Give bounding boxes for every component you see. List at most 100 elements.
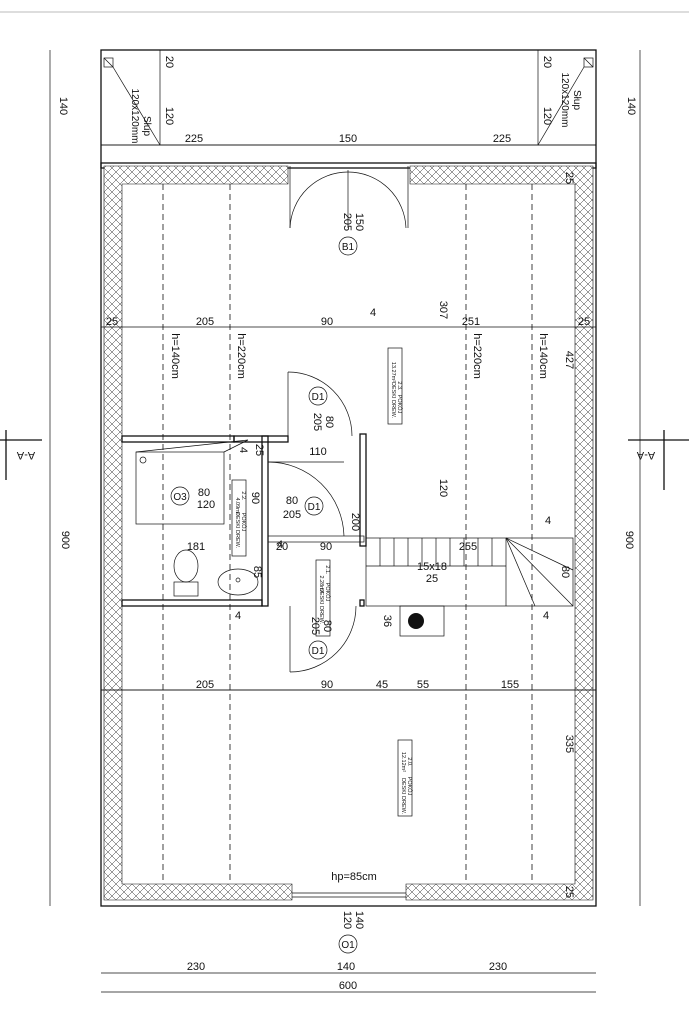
dim-85: 85 (251, 566, 263, 578)
room-2-2-num: 2.2. (240, 491, 246, 501)
height-140-right: h=140cm (537, 333, 549, 379)
post-right-label: Słup (571, 90, 582, 110)
section-marker-right (628, 430, 689, 490)
tag-circle-o3 (170, 486, 190, 506)
shower-tray (135, 451, 225, 525)
tag-circle-d1-mid (304, 496, 324, 516)
d1-mid-width: 80 (286, 495, 298, 507)
d1-bottom-tag: D1 (312, 646, 325, 657)
b1-height: 205 (341, 213, 353, 231)
dim-bottom-total: 600 (339, 980, 357, 992)
chimney (399, 605, 445, 637)
interior-walls (121, 433, 367, 607)
dim-height-120: 120 (437, 479, 449, 497)
o1-height: 120 (341, 911, 353, 929)
dim-255: 255 (459, 541, 477, 553)
room-2-1-num: 2.1. (324, 565, 330, 575)
outer-dimension-lines (49, 50, 641, 993)
o3-height: 120 (197, 499, 215, 511)
dim-top-depth-left: 140 (57, 97, 69, 115)
dim-bottom-140: 140 (337, 961, 355, 973)
dim-corner-bottom-right: 25 (563, 886, 575, 898)
room-2-0-name: POKÓJ (406, 777, 413, 796)
room-2-0-area: 12.12m² (400, 752, 406, 772)
room-2-2-area: 4.09m² (234, 497, 240, 514)
d1-top-width: 80 (323, 416, 335, 428)
post-right-size: 120x120mm (559, 72, 570, 127)
section-label-left: A-A (16, 449, 35, 461)
dim-20: 20 (276, 541, 288, 553)
dim-upper-corner-right: 25 (578, 316, 590, 328)
dim-lower-55: 55 (417, 679, 429, 691)
dim-bottom-230-left: 230 (187, 961, 205, 973)
dim-80-stairs: 80 (559, 566, 571, 578)
d1-top-tag: D1 (312, 392, 325, 403)
room-box-2-1 (315, 559, 331, 637)
height-140-left: h=140cm (169, 333, 181, 379)
d1-top-height: 205 (311, 413, 323, 431)
balcony-door-b1 (289, 166, 409, 229)
wall-insulation-right (405, 165, 594, 901)
bathroom-fixtures (135, 439, 259, 597)
dim-181: 181 (187, 541, 205, 553)
room-2-1-name: POKÓJ (324, 583, 331, 602)
o1-width: 140 (353, 911, 365, 929)
dim-bottom-230-right: 230 (489, 961, 507, 973)
room-box-2-2 (231, 479, 247, 557)
dim-upper-4: 4 (370, 307, 376, 319)
dim-top-mid: 150 (339, 133, 357, 145)
room-2-3-floor: DESKI DREW. (390, 382, 396, 419)
height-220-left: h=220cm (235, 333, 247, 379)
dim-side-total-left: 900 (59, 531, 71, 549)
flue-icon (408, 613, 424, 629)
stairs-size: 15x18 (417, 561, 447, 573)
room-2-1-area: 2.28m² (318, 575, 324, 592)
dim-top-depth-right: 140 (625, 97, 637, 115)
room-2-3-area: 13.27m² (390, 362, 396, 382)
room-box-2-0 (397, 739, 413, 817)
dim-36: 36 (381, 615, 393, 627)
dim-4-d: 4 (543, 610, 549, 622)
dim-height-427: 427 (563, 351, 575, 369)
section-marker-left (0, 430, 42, 480)
dim-side-total-right: 900 (623, 531, 635, 549)
dim-height-335: 335 (563, 735, 575, 753)
exterior-walls (100, 162, 597, 907)
dim-110: 110 (309, 446, 327, 458)
dim-4-e: 4 (235, 610, 241, 622)
section-label-right: A-A (636, 449, 655, 461)
o3-tag: O3 (173, 492, 187, 503)
room-2-0-num: 2.0. (406, 757, 412, 767)
dim-90-hall: 90 (320, 541, 332, 553)
dim-height-200: 200 (349, 513, 361, 531)
tag-circle-d1-bottom (308, 640, 328, 660)
d1-bottom-height: 205 (309, 617, 321, 635)
room-box-2-3 (387, 347, 403, 425)
stairs-count: 25 (426, 573, 438, 585)
room-2-3-num: 2.3. (396, 381, 402, 391)
door-d1-top (287, 371, 353, 437)
o1-tag: O1 (341, 940, 355, 951)
dim-top-left: 225 (185, 133, 203, 145)
dim-corner-top-right: 25 (563, 172, 575, 184)
hp-label: hp=85cm (331, 871, 377, 883)
dim-lower-90: 90 (321, 679, 333, 691)
dim-90-bath: 90 (249, 492, 261, 504)
room-2-0-floor: DESKI DREW. (400, 778, 406, 815)
post-right (583, 57, 594, 68)
dim-post-offset-left-b: 120 (163, 107, 175, 125)
dim-height-307: 307 (437, 301, 449, 319)
post-left-size: 120x120mm (129, 88, 140, 143)
d1-bottom-width: 80 (321, 620, 333, 632)
staircase (365, 537, 574, 637)
door-d1-bottom (289, 605, 357, 673)
b1-width: 150 (353, 213, 365, 231)
dim-4-c: 4 (277, 539, 283, 551)
d1-mid-tag: D1 (308, 502, 321, 513)
room-2-2-name: POKÓJ (240, 513, 247, 532)
dim-25-mid: 25 (253, 444, 265, 456)
dim-lower-205: 205 (196, 679, 214, 691)
room-2-2-floor: DESKI DREW. (234, 512, 240, 549)
dim-line-upper (101, 326, 596, 691)
dim-upper-corner-left: 25 (106, 316, 118, 328)
